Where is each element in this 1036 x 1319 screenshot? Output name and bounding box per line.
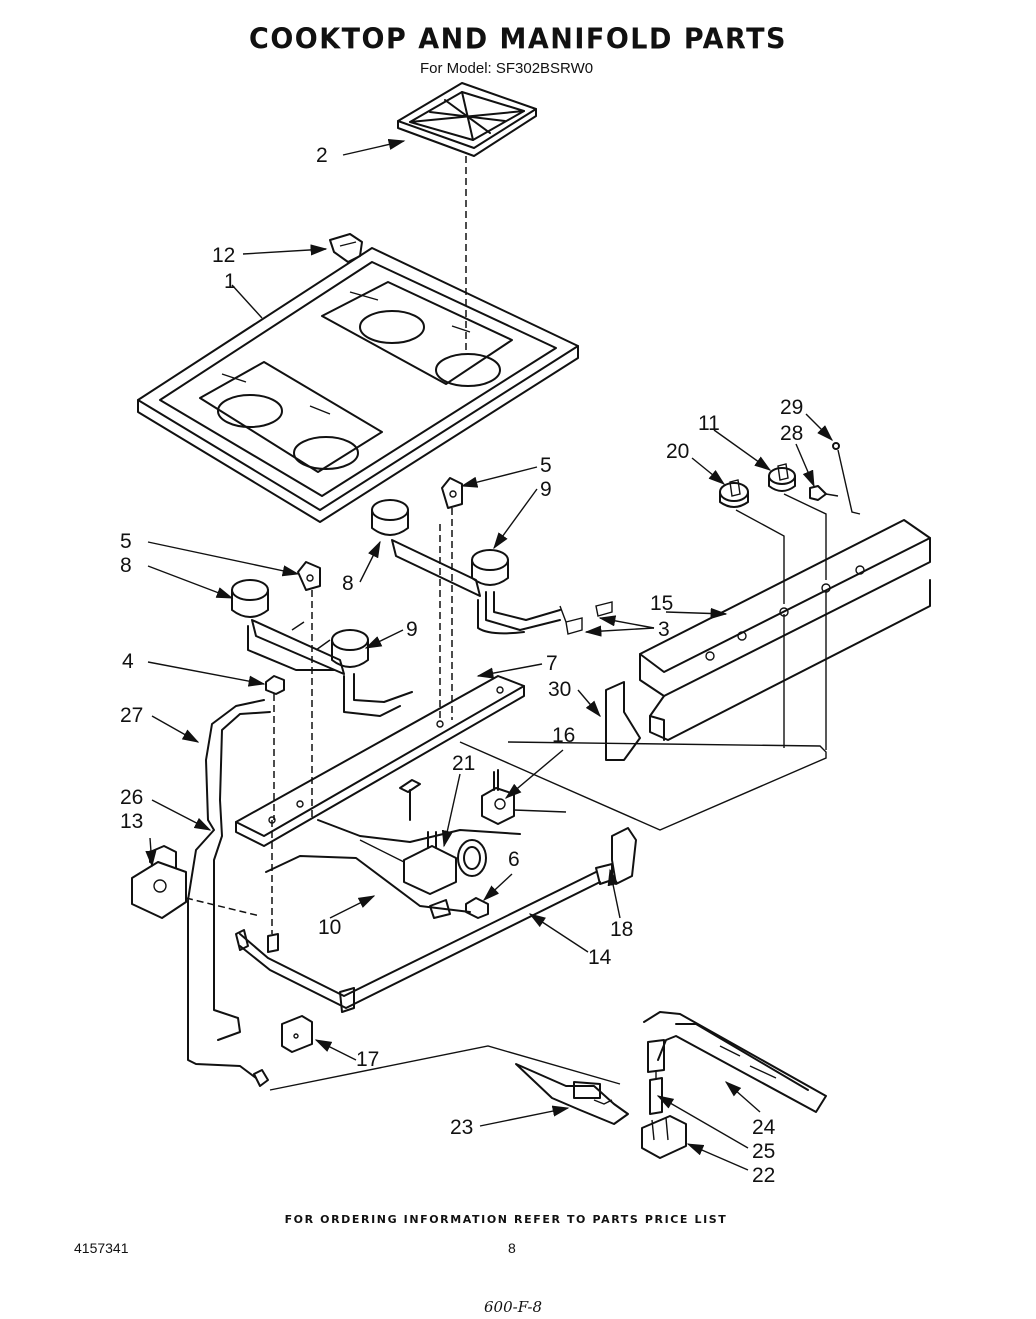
callout-28: 28 [780,422,803,445]
manifold-bracket [611,827,637,885]
callout-23: 23 [450,1116,473,1139]
callout-8-right: 8 [342,572,354,595]
pilot-assembly [647,1039,665,1115]
tube-fitting [429,897,489,919]
callout-7: 7 [546,652,558,675]
callout-29: 29 [780,396,803,419]
callout-25: 25 [752,1140,775,1163]
manifold-panel [639,519,931,750]
hex-nut [265,675,285,820]
burner-bracket-left [297,561,321,820]
ordering-info: FOR ORDERING INFORMATION REFER TO PARTS … [284,1213,728,1226]
gas-valve [359,831,487,895]
callout-6: 6 [508,848,520,871]
flex-line-outer [187,699,265,1079]
burner-knob-front [719,479,785,604]
callout-3: 3 [658,618,670,641]
manifold-end-bracket [605,681,641,761]
callout-14: 14 [588,946,612,969]
callout-26: 26 [120,786,143,809]
gas-tube-lower [265,855,471,913]
oven-burner-tube [643,1011,827,1113]
broil-igniter-assembly [515,1063,629,1125]
callout-27: 27 [120,704,143,727]
gas-tube-valve [399,779,421,821]
hidden-gas-line [459,741,827,831]
callout-17: 17 [356,1048,379,1071]
safety-valve [641,1115,687,1159]
callout-11: 11 [698,412,720,435]
knob-spring-clip [809,485,839,501]
callout-22: 22 [752,1164,775,1187]
burner-assembly-rear [371,499,613,720]
burner-assembly-front [231,579,413,717]
cooktop [137,247,579,523]
pressure-regulator [131,845,261,919]
callout-21: 21 [452,752,475,775]
callout-5-left: 5 [120,530,132,553]
callout-12: 12 [212,244,235,267]
callout-20: 20 [666,440,689,463]
burner-grate [397,82,537,352]
oven-line [269,1045,621,1091]
callout-8-left: 8 [120,554,132,577]
flex-line-inner [213,711,271,1041]
callout-13: 13 [120,810,143,833]
callout-30: 30 [548,678,571,701]
page-number: 8 [508,1240,516,1256]
model-line: For Model: SF302BSRW0 [420,60,594,77]
callout-10: 10 [318,916,341,939]
callout-15: 15 [650,592,673,615]
callout-24: 24 [752,1116,776,1139]
callout-9-right: 9 [540,478,552,501]
callout-4: 4 [122,650,134,673]
document-number: 4157341 [74,1240,129,1256]
callout-18: 18 [610,918,633,941]
oven-thermostat [481,769,567,825]
callout-1: 1 [224,270,236,293]
handwritten-note: 600-F-8 [484,1298,543,1316]
callout-2: 2 [316,144,328,167]
callout-9-left: 9 [406,618,418,641]
burner-bracket-right [441,477,463,720]
gas-tube-upper [317,819,521,843]
burner-support-bar [235,675,525,847]
callout-leaders [145,138,833,1171]
manifold-pipe [235,863,613,1013]
callout-16: 16 [552,724,575,747]
knob-screw [832,442,861,515]
burner-knob-rear [768,463,827,580]
pipe-bracket [281,1015,313,1053]
callout-labels: 2 12 1 5 9 8 5 8 9 4 27 26 13 7 30 15 3 … [120,144,803,1187]
page-title: COOKTOP AND MANIFOLD PARTS [249,23,787,56]
callout-5-right: 5 [540,454,552,477]
